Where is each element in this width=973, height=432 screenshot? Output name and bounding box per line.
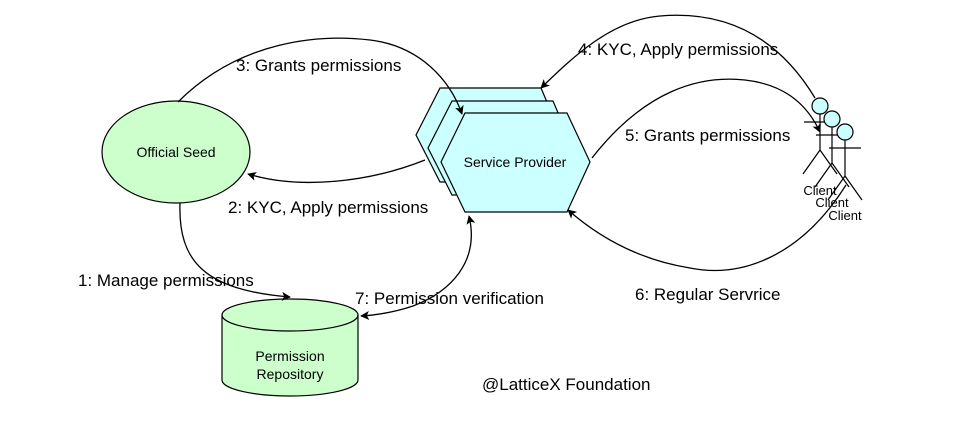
client-2-label: Client <box>815 195 849 210</box>
edge-2-arrow <box>247 159 426 184</box>
edge-1-arrow <box>179 202 291 301</box>
edge-7-label: 7: Permission verification <box>355 289 544 308</box>
official-seed-node: Official Seed <box>101 100 251 204</box>
client-1-head <box>811 97 829 115</box>
edge-1-label: 1: Manage permissions <box>78 271 254 290</box>
permission-repository-top <box>221 314 359 332</box>
edge-5-label: 5: Grants permissions <box>625 126 790 145</box>
permission-repository-label-line2: Repository <box>257 366 324 382</box>
permission-repository-label-line1: Permission <box>255 348 324 364</box>
client-figure-3: Client <box>827 123 863 223</box>
permission-repository-shape <box>221 298 359 397</box>
edge-7-arrow <box>360 215 476 321</box>
edge-4-arrow <box>540 14 816 99</box>
client-2-head <box>823 110 841 128</box>
clients-group: Client Client Client <box>802 97 863 223</box>
edge-3-arrow <box>177 37 464 115</box>
edge-5-arrow <box>591 78 821 159</box>
client-3-label: Client <box>828 208 862 223</box>
edge-6-arrow <box>567 184 847 271</box>
credit-text: @LatticeX Foundation <box>482 375 650 394</box>
client-1-label: Client <box>803 183 837 198</box>
client-figure-2: Client <box>814 110 850 210</box>
edge-6-label: 6: Regular Servrice <box>635 285 781 304</box>
edge-3-label: 3: Grants permissions <box>236 56 401 75</box>
official-seed-label: Official Seed <box>136 144 215 160</box>
service-provider-shape-front <box>440 112 591 213</box>
client-3-head <box>836 123 854 141</box>
edge-4-label: 4: KYC, Apply permissions <box>578 40 778 59</box>
service-provider-label: Service Provider <box>464 154 567 170</box>
edge-2-label: 2: KYC, Apply permissions <box>228 198 428 217</box>
permission-repository-node: Permission Repository <box>221 298 359 397</box>
official-seed-shape <box>101 100 251 204</box>
service-provider-node: Service Provider <box>415 87 591 213</box>
